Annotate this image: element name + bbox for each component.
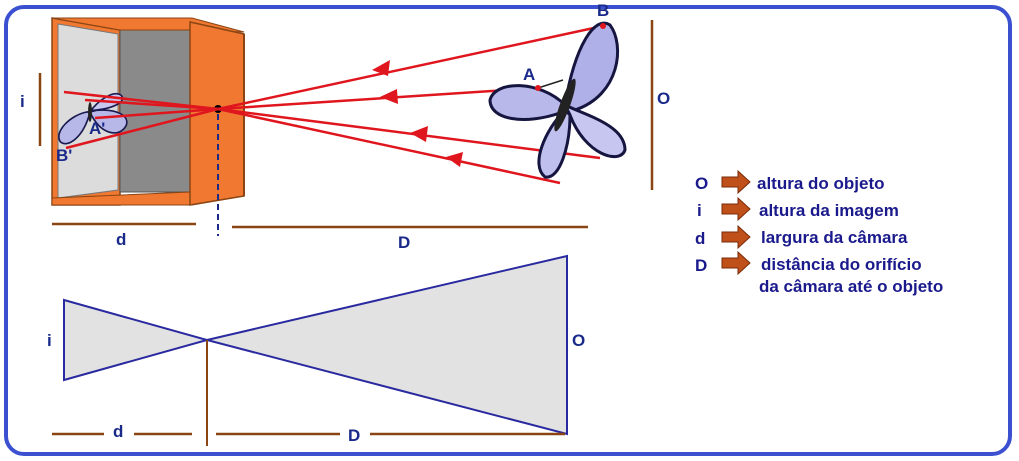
legend-D-text: distância do orifício [761, 255, 922, 274]
bottom-i-label: i [47, 331, 52, 350]
bottom-D-label: D [348, 426, 361, 445]
ray-arrow-3 [410, 126, 428, 142]
ray-arrow-1 [372, 60, 390, 76]
point-A-label: A [523, 65, 536, 84]
pinhole-camera [51, 17, 245, 236]
arrow-right-icon [721, 224, 751, 250]
arrow-right-icon [721, 250, 751, 276]
top-dimensions [38, 20, 654, 229]
point-A-marker [535, 85, 541, 91]
similar-triangles [52, 254, 568, 446]
legend-D-symbol: D [695, 256, 708, 275]
bottom-O-label: O [572, 331, 586, 350]
legend-O-text: altura do objeto [757, 174, 885, 193]
butterfly-object [488, 21, 627, 179]
top-d-label: d [116, 230, 127, 249]
point-B-label: B [597, 1, 610, 20]
top-D-label: D [398, 233, 411, 252]
camera-screen [57, 23, 119, 199]
ray-arrow-4 [446, 152, 463, 167]
top-O-label: O [657, 89, 671, 108]
legend-i-symbol: i [697, 201, 702, 220]
ray-arrows [372, 60, 463, 167]
triangle-image [63, 298, 211, 382]
light-rays [63, 24, 604, 185]
top-i-label: i [20, 92, 25, 111]
ray-arrow-2 [380, 89, 398, 104]
point-B-image-label: B' [56, 146, 73, 165]
legend-d-symbol: d [695, 229, 706, 248]
bottom-d-label: d [113, 422, 124, 441]
point-A-image-label: A' [89, 119, 106, 138]
legend-d-text: largura da câmara [761, 228, 908, 247]
legend-arrows [721, 169, 751, 276]
legend-D-text-line2: da câmara até o objeto [759, 277, 944, 296]
triangle-object [206, 254, 568, 436]
point-B-marker [600, 23, 606, 29]
legend-O-symbol: O [695, 174, 709, 193]
legend-i-text: altura da imagem [759, 201, 899, 220]
arrow-right-icon [721, 169, 751, 195]
arrow-right-icon [721, 196, 751, 222]
